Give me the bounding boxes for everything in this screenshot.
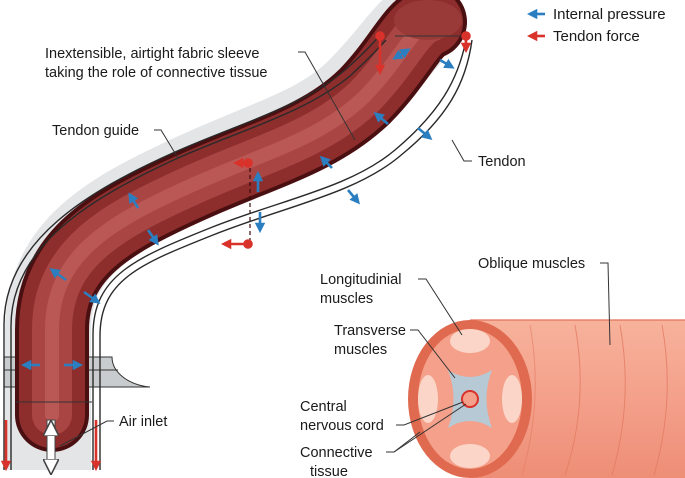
tendon-label: Tendon (478, 154, 526, 170)
central-nervous-cord (461, 390, 479, 408)
sleeve-label-line2: taking the role of connective tissue (45, 65, 267, 81)
transverse-label-line2: muscles (334, 342, 387, 358)
connective-label-line1: Connective (300, 445, 373, 461)
longitudinal-muscle-right (502, 375, 522, 423)
muscle-cross-section (408, 319, 685, 478)
tendon-guide-leader (154, 129, 179, 159)
sleeve-leader (298, 51, 356, 141)
actuator-tube (14, 0, 467, 452)
transverse-leader (410, 329, 456, 379)
connective-label-line2: tissue (310, 464, 348, 478)
transverse-label-line1: Transverse (334, 323, 406, 339)
longitudinal-muscle-top (450, 329, 490, 353)
air-inlet-leader (59, 420, 114, 447)
oblique-leader (600, 262, 611, 346)
legend: Internal pressure Tendon force (526, 6, 666, 45)
legend-tendon-force: Tendon force (553, 28, 640, 45)
central-leader (396, 401, 464, 426)
tendon-lines (3, 34, 473, 470)
pressure-arrows (20, 48, 455, 371)
tendon-guide-label: Tendon guide (52, 123, 139, 139)
central-label-line2: nervous cord (300, 418, 384, 434)
longitudinal-label-line1: Longitudinial (320, 272, 401, 288)
longitudinal-leader (418, 278, 463, 336)
central-label-line1: Central (300, 399, 347, 415)
cross-section-labels: Oblique muscles Longitudinial muscles Tr… (300, 256, 611, 478)
tendon-leader (451, 139, 472, 162)
connective-leader-2 (393, 431, 421, 453)
air-inlet-label: Air inlet (119, 414, 167, 430)
longitudinal-label-line2: muscles (320, 291, 373, 307)
longitudinal-muscle-bottom (450, 444, 490, 468)
legend-internal-pressure: Internal pressure (553, 6, 666, 23)
actuator-labels: Inextensible, airtight fabric sleeve tak… (45, 46, 526, 447)
tendon-force-arrows (0, 31, 472, 471)
oblique-muscles-label: Oblique muscles (478, 256, 585, 272)
longitudinal-muscle-left (418, 375, 438, 423)
sleeve-label-line1: Inextensible, airtight fabric sleeve (45, 46, 259, 62)
